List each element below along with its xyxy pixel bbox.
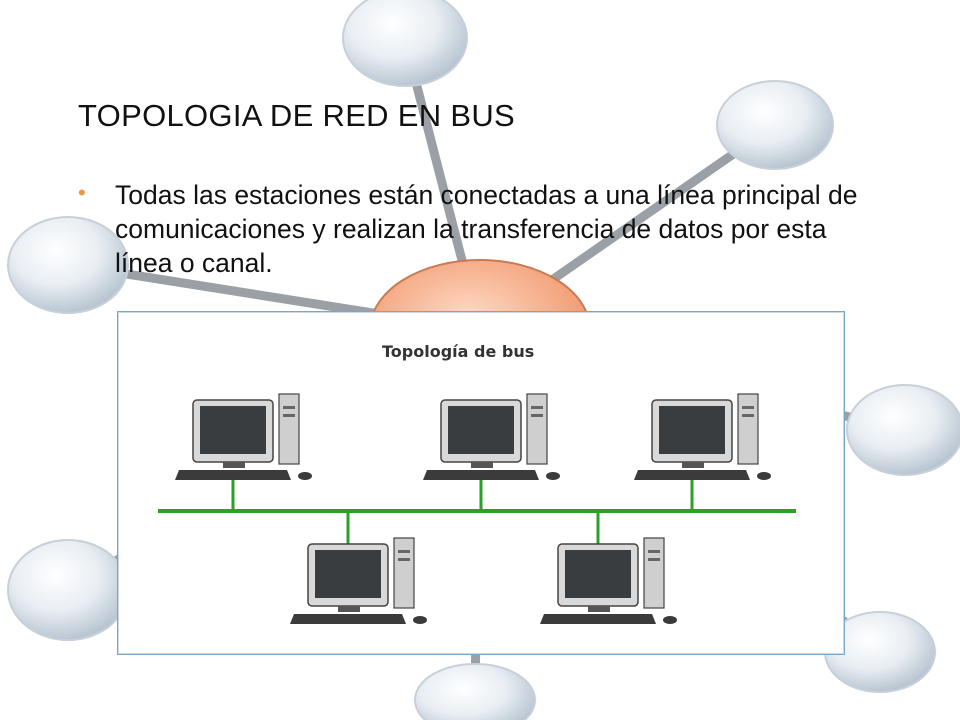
slide-title: TOPOLOGIA DE RED EN BUS [78,98,515,133]
bus-network-diagram [158,393,796,624]
computer-icon [423,393,560,480]
figure-title: Topología de bus [382,342,535,361]
bus-topology-figure: Topología de bus [117,311,845,655]
bullet-list: • Todas las estaciones están conectadas … [78,178,878,280]
computer-icon [540,537,677,624]
bullet-marker: • [78,180,86,205]
bullet-text: Todas las estaciones están conectadas a … [115,180,858,278]
computer-icon [175,393,312,480]
computer-icon [290,537,427,624]
computer-icon [634,393,771,480]
